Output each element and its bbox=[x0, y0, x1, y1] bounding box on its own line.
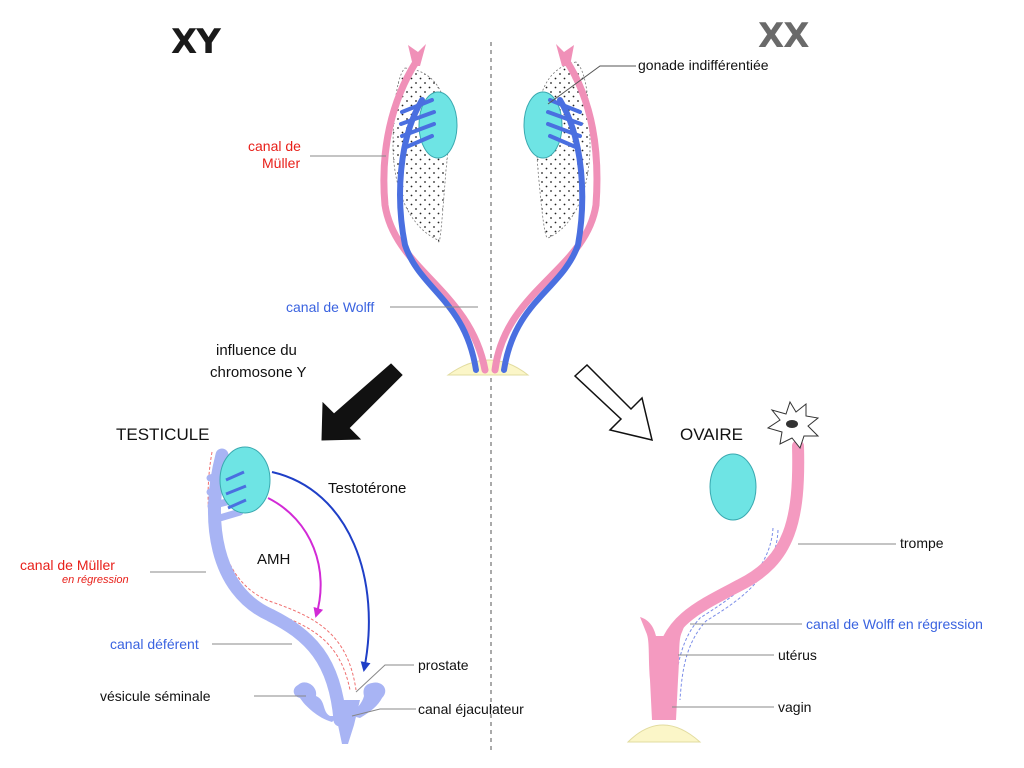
label-prostate: prostate bbox=[418, 657, 469, 673]
indifferent-stage bbox=[310, 44, 636, 376]
left-tubules bbox=[399, 98, 436, 150]
testis-tubules bbox=[225, 470, 247, 510]
vas-deferens bbox=[208, 448, 347, 727]
right-muller-duct bbox=[491, 56, 601, 374]
label-influence-line1: influence du bbox=[216, 342, 297, 359]
testicle bbox=[219, 446, 271, 514]
label-wolff: canal de Wolff bbox=[286, 299, 375, 315]
prostate-gland bbox=[352, 682, 386, 718]
testosterone-arrow bbox=[271, 471, 371, 672]
left-muller-duct bbox=[380, 58, 489, 374]
label-vesicule: vésicule séminale bbox=[100, 688, 211, 704]
tube-ostium bbox=[786, 420, 798, 428]
label-ejaculateur: canal éjaculateur bbox=[418, 701, 524, 717]
vagina-base bbox=[626, 724, 702, 743]
label-en-regression: en régression bbox=[62, 574, 129, 586]
label-muller-line1: canal de bbox=[248, 138, 301, 154]
left-indifferent-gonad bbox=[418, 91, 458, 159]
label-ovaire: OVAIRE bbox=[680, 425, 743, 444]
label-uterus: utérus bbox=[778, 647, 817, 663]
label-gonade: gonade indifférentiée bbox=[638, 57, 769, 73]
seminal-vesicle bbox=[293, 682, 338, 722]
right-tubules bbox=[546, 98, 583, 150]
label-testicule: TESTICULE bbox=[116, 425, 210, 444]
left-muller-funnel bbox=[408, 44, 426, 66]
right-wolff-duct bbox=[501, 97, 586, 373]
wolff-regression-duct bbox=[673, 527, 774, 701]
male-stage bbox=[150, 446, 416, 744]
label-amh: AMH bbox=[257, 551, 291, 568]
female-stage bbox=[626, 400, 896, 743]
male-pathway-arrow bbox=[321, 363, 403, 441]
female-pathway-arrow bbox=[573, 363, 654, 442]
label-influence-line2: chromosone Y bbox=[210, 364, 307, 381]
amh-arrow bbox=[267, 497, 324, 618]
leader-gonade bbox=[547, 65, 636, 105]
karyotype-female: XX bbox=[758, 16, 809, 56]
ovary bbox=[709, 453, 757, 521]
leader-ejaculateur bbox=[351, 708, 416, 717]
label-testosterone: Testotérone bbox=[328, 480, 407, 497]
label-vagin: vagin bbox=[778, 699, 812, 715]
label-canal-deferent: canal déférent bbox=[110, 636, 199, 652]
label-wolff-regression: canal de Wolff en régression bbox=[806, 616, 983, 632]
uterus bbox=[640, 617, 688, 720]
ejaculatory-duct bbox=[332, 700, 360, 744]
label-trompe: trompe bbox=[900, 535, 944, 551]
right-indifferent-gonad bbox=[523, 91, 563, 159]
label-muller-line2: Müller bbox=[262, 155, 301, 171]
left-wolff-duct bbox=[397, 97, 479, 373]
right-muller-funnel bbox=[556, 44, 574, 66]
label-muller-regression: canal de Müller bbox=[20, 557, 115, 573]
leader-prostate bbox=[355, 664, 414, 693]
karyotype-male: XY bbox=[171, 22, 221, 62]
